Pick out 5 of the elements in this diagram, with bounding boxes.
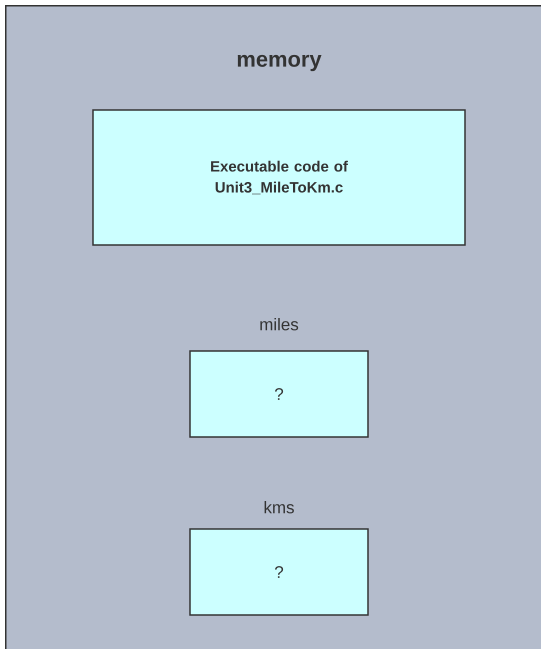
variable-box: ? kms bbox=[189, 500, 369, 616]
variable-box: ? miles bbox=[189, 318, 369, 438]
node-label: kms bbox=[264, 500, 294, 514]
code-box: Executable code of Unit3_MileToKm.c bbox=[92, 109, 466, 246]
node-label: miles bbox=[260, 318, 298, 330]
